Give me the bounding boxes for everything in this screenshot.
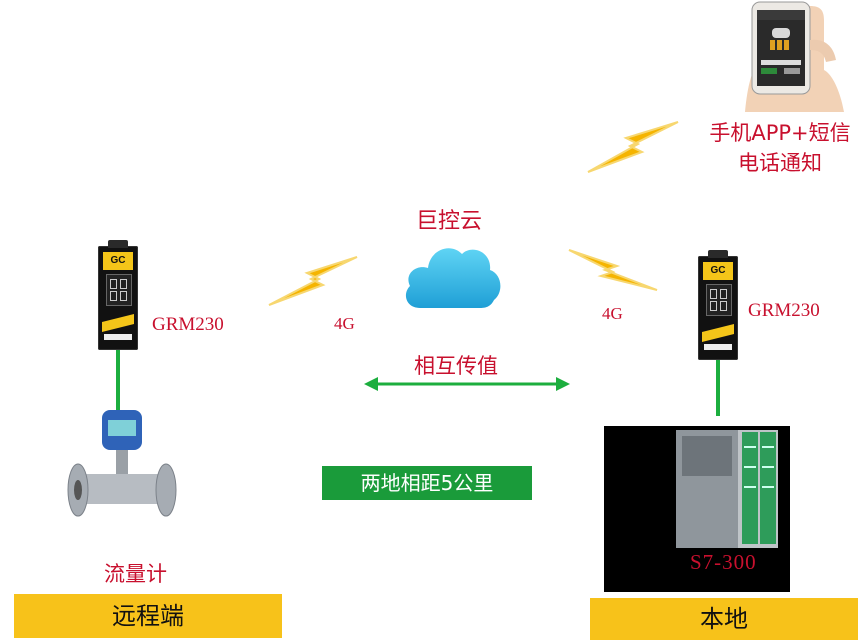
smartphone-icon — [740, 0, 850, 112]
plc-label: S7-300 — [690, 550, 757, 575]
lightning-icon — [565, 246, 661, 300]
link-label-left: 4G — [334, 314, 355, 334]
flowmeter-label: 流量计 — [104, 558, 167, 588]
mobile-label-line2: 电话通知 — [700, 148, 860, 178]
device-label-left: GRM230 — [152, 314, 224, 336]
local-banner: 本地 — [590, 598, 858, 640]
mobile-notify-label: 手机APP+短信 电话通知 — [700, 118, 860, 178]
distance-box: 两地相距5公里 — [322, 466, 532, 500]
grm230-module-left: GC — [98, 246, 138, 350]
double-arrow-icon — [362, 374, 572, 398]
grm230-module-right: GC — [698, 256, 738, 360]
module-badge: GC — [103, 252, 133, 270]
cloud-icon — [400, 236, 504, 318]
cloud-label: 巨控云 — [416, 203, 482, 235]
connection-line-right — [716, 360, 720, 416]
lightning-icon — [580, 118, 680, 180]
device-label-right: GRM230 — [748, 300, 820, 322]
module-badge: GC — [703, 262, 733, 280]
link-label-right: 4G — [602, 304, 623, 324]
mobile-label-line1: 手机APP+短信 — [700, 118, 860, 148]
flowmeter-icon — [66, 408, 178, 532]
lightning-icon — [265, 255, 361, 311]
remote-banner: 远程端 — [14, 594, 282, 638]
connection-line-left — [116, 350, 120, 410]
